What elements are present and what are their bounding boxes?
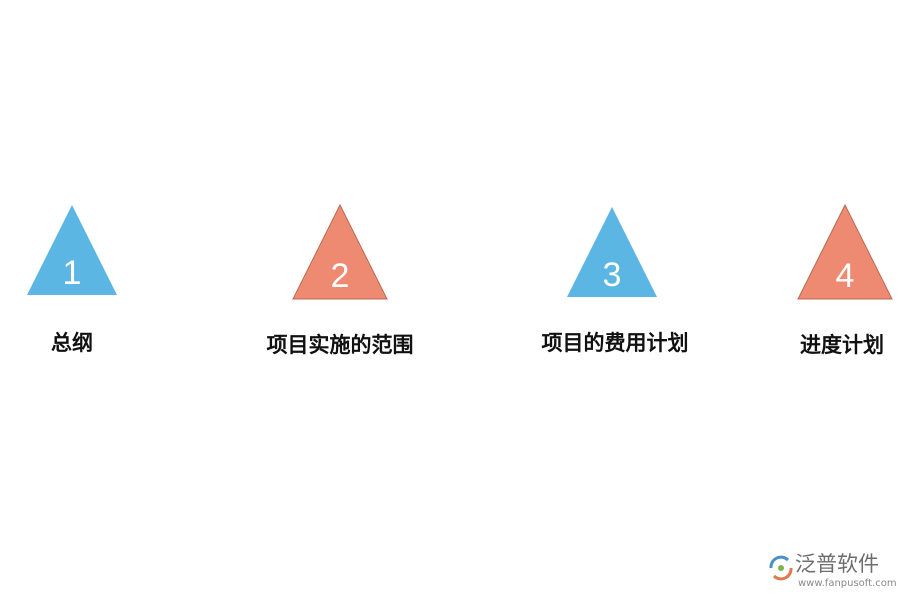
step-4: 4 [797,204,893,300]
step-1: 1 [26,204,118,296]
triangle-1 [27,205,117,295]
step-number-1: 1 [62,254,82,292]
step-3: 3 [566,206,658,298]
triangle-2 [292,204,388,300]
triangle-4 [797,204,893,300]
fanpu-logo: 泛普软件 www.fanpusoft.com [768,551,897,591]
step-number-4: 4 [835,257,855,295]
step-label-2: 项目实施的范围 [266,333,414,357]
step-2: 2 [292,204,388,300]
step-label-1: 总纲 [51,331,93,355]
step-number-3: 3 [602,256,622,294]
fanpu-logo-icon [769,555,793,581]
step-label-4: 进度计划 [800,333,884,357]
step-label-3: 项目的费用计划 [541,331,689,355]
triangle-3 [567,207,657,297]
step-number-2: 2 [330,257,350,295]
logo-url: www.fanpusoft.com [798,578,897,589]
logo-name: 泛普软件 [795,552,879,576]
